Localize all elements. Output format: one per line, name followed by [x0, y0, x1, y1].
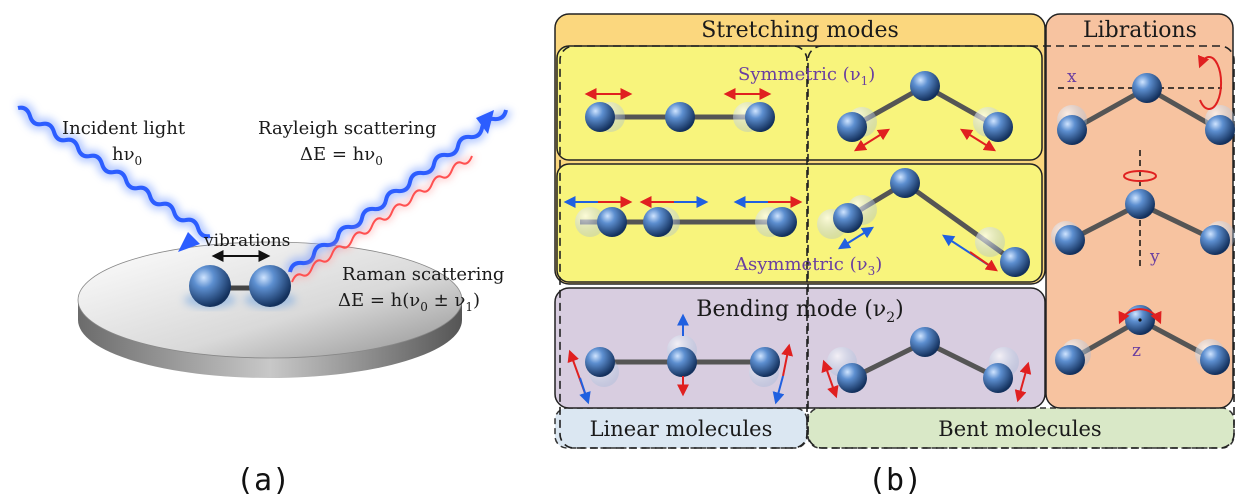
linear-asymmetric-molecule: [563, 196, 803, 237]
bent-outline: [807, 45, 1235, 449]
raman-label: Raman scattering: [342, 264, 504, 285]
asymmetric-label: Asymmetric (ν3): [734, 254, 882, 278]
libration-x-molecule: x: [1057, 54, 1235, 145]
symmetric-label: Symmetric (ν1): [738, 64, 875, 88]
panel-a-label: (a): [236, 463, 290, 498]
bent-symmetric-molecule: [837, 71, 1013, 152]
surface-molecule: [184, 250, 296, 308]
incident-energy: hν0: [112, 144, 142, 168]
raman-energy: ΔE = h(ν0 ± ν1): [338, 290, 480, 314]
linear-bending-molecule: [567, 313, 794, 405]
rayleigh-energy: ΔE = hν0: [300, 144, 383, 168]
axis-z-label: z: [1132, 341, 1141, 361]
rayleigh-wave: [284, 108, 512, 274]
bent-bending-molecule: [821, 327, 1032, 403]
panel-a: Incident light hν0 Rayleigh scattering Δ…: [16, 101, 512, 498]
bent-molecules-label: Bent molecules: [938, 417, 1101, 441]
libration-y-molecule: y: [1051, 150, 1235, 270]
axis-y-label: y: [1149, 247, 1160, 267]
panel-b-label: (b): [868, 463, 922, 498]
linear-molecules-label: Linear molecules: [590, 417, 773, 441]
vibrations-label: vibrations: [203, 231, 290, 251]
rayleigh-label: Rayleigh scattering: [258, 118, 437, 139]
linear-symmetric-molecule: [584, 88, 775, 132]
bent-asymmetric-molecule: [817, 168, 1030, 277]
librations-title: Librations: [1083, 18, 1197, 43]
libration-z-molecule: z: [1055, 305, 1230, 375]
panel-b: Stretching modes Librations Symmetric (ν…: [554, 13, 1235, 498]
raman-wave: [289, 154, 475, 284]
axis-x-label: x: [1067, 67, 1077, 87]
atom: [189, 265, 231, 307]
incident-wave: [16, 101, 212, 252]
linear-outline: [559, 45, 808, 449]
bending-mode-title: Bending mode (ν2): [696, 297, 903, 326]
atom: [249, 265, 291, 307]
stretching-modes-title: Stretching modes: [701, 18, 899, 43]
incident-label: Incident light: [62, 118, 186, 139]
